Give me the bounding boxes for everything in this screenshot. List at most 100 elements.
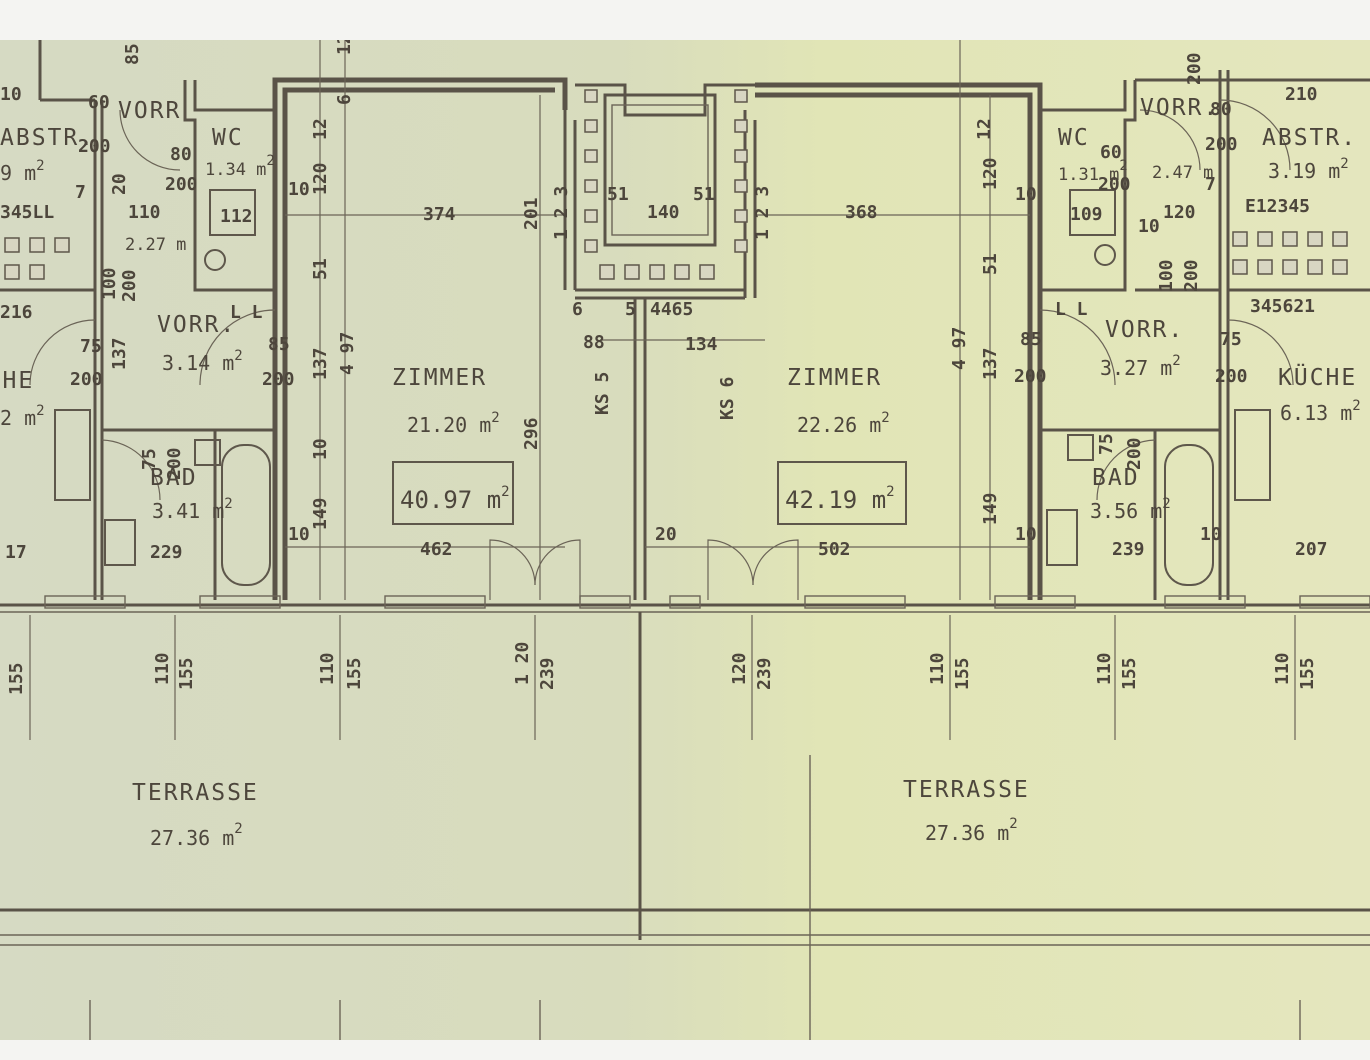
terrasse-right-name: TERRASSE <box>903 777 1030 803</box>
dim-label: 155 <box>6 662 27 695</box>
kueche-right-name: KÜCHE <box>1278 363 1357 391</box>
vorr-left-name: VORR. <box>157 312 236 338</box>
dim-label: 85 <box>122 43 143 65</box>
dim-label: 75 <box>139 448 160 470</box>
dim-label: L L <box>230 302 263 323</box>
dim-label: L L <box>1055 299 1088 320</box>
vorr-small-left-name: VORR <box>118 98 181 124</box>
dim-label: 88 <box>583 332 605 353</box>
dimension-lines <box>29 40 1296 740</box>
dim-label: 149 <box>310 497 331 530</box>
dim-label: 239 <box>754 657 775 690</box>
dim-label: 120 <box>1163 202 1196 223</box>
dim-label: 10 <box>310 438 331 460</box>
dim-label: 10 <box>1015 524 1037 545</box>
dim-label: 80 <box>1210 99 1232 120</box>
dim-label: 140 <box>647 202 680 223</box>
dim-label: 345621 <box>1250 296 1315 317</box>
vorr-small-right-name: VORR. <box>1140 95 1219 121</box>
shaft-blocks <box>4 89 1348 280</box>
vorr-right-area: 3.27 m2 <box>1100 353 1181 380</box>
abstr-right-name: ABSTR. <box>1262 125 1357 151</box>
dim-label: 155 <box>344 657 365 690</box>
dim-label: 210 <box>1285 84 1318 105</box>
abstr-right-area: 3.19 m2 <box>1268 156 1349 183</box>
floor-plan: ZIMMER 21.20 m2 40.97 m2 ZIMMER 22.26 m2… <box>0 40 1370 1040</box>
dim-label: 4465 <box>650 299 693 320</box>
bad-right-area: 3.56 m2 <box>1090 496 1171 523</box>
dim-label: 137 <box>310 347 331 380</box>
dim-label: 10 <box>288 524 310 545</box>
dim-label: 5 <box>625 299 636 320</box>
dim-label: 109 <box>1070 204 1103 225</box>
dim-label: 200 <box>1098 174 1131 195</box>
dim-label: 6 <box>334 94 355 105</box>
dim-label: 200 <box>1014 366 1047 387</box>
dim-label: 10 <box>0 84 22 105</box>
wc-left-name: WC <box>212 125 244 151</box>
dim-label: 51 <box>310 258 331 280</box>
dim-label: 207 <box>1295 539 1328 560</box>
dim-label: 60 <box>88 92 110 113</box>
dim-label: 200 <box>1205 134 1238 155</box>
dim-label: 17 <box>5 542 27 563</box>
dim-label: 120 <box>729 652 750 685</box>
dim-label: 51 <box>693 184 715 205</box>
dim-label: 12 <box>334 40 355 55</box>
terrasse-left-area: 27.36 m2 <box>150 821 243 850</box>
kueche-left-area: 2 m2 <box>0 403 45 430</box>
dim-label: 100 <box>1156 259 1177 292</box>
dim-label: 201 <box>521 197 542 230</box>
dim-label: 75 <box>80 336 102 357</box>
dim-label: 155 <box>1297 657 1318 690</box>
dim-label: 80 <box>170 144 192 165</box>
fixtures <box>54 189 1271 586</box>
dimension-labels: 374 462 368 502 140 51 51 134 88 6 5 446… <box>0 84 1328 563</box>
unit-total-right: 42.19 m2 <box>785 484 895 514</box>
dim-label: 4 97 <box>337 332 358 375</box>
dim-label: 10 <box>1138 216 1160 237</box>
zimmer-left-area: 21.20 m2 <box>407 410 500 437</box>
dim-label: 200 <box>1181 259 1202 292</box>
bad-left-name: BAD <box>150 465 198 491</box>
bad-left-area: 3.41 m2 <box>152 496 233 523</box>
dim-label: 502 <box>818 539 851 560</box>
dim-label: 85 <box>1020 329 1042 350</box>
terrasse-right-area: 27.36 m2 <box>925 816 1018 845</box>
dim-label: 137 <box>109 337 130 370</box>
dim-label: 120 <box>980 157 1001 190</box>
dim-label: 1 2 3 <box>551 186 572 240</box>
dim-label: 200 <box>262 369 295 390</box>
dim-label: 239 <box>537 657 558 690</box>
dim-label: 85 <box>268 334 290 355</box>
dim-label: 110 <box>128 202 161 223</box>
dim-label: 216 <box>0 302 33 323</box>
dim-label: 134 <box>685 334 718 355</box>
dim-label: 10 <box>1200 524 1222 545</box>
dim-label: 110 <box>1272 652 1293 685</box>
dim-label: 1 2 3 <box>752 186 773 240</box>
dim-label: 200 <box>78 136 111 157</box>
dim-label: 10 <box>1015 184 1037 205</box>
dim-label: 200 <box>1124 437 1145 470</box>
doors <box>29 99 1294 600</box>
bad-right-name: BAD <box>1092 465 1140 491</box>
zimmer-right-area: 22.26 m2 <box>797 410 890 437</box>
windows <box>44 595 1370 609</box>
dim-label: 110 <box>317 652 338 685</box>
dim-label: 110 <box>1094 652 1115 685</box>
dim-label: 20 <box>109 173 130 195</box>
terrasse-left-name: TERRASSE <box>132 780 259 806</box>
dim-label: 200 <box>164 447 185 480</box>
dim-label: KS 6 <box>717 377 738 420</box>
dim-label: 51 <box>980 253 1001 275</box>
dim-label: 239 <box>1112 539 1145 560</box>
dim-label: 374 <box>423 204 456 225</box>
dim-label: 229 <box>150 542 183 563</box>
dim-label: 51 <box>607 184 629 205</box>
dim-label: 75 <box>1096 433 1117 455</box>
dim-label: 200 <box>1184 52 1205 85</box>
dim-label: 12 <box>974 118 995 140</box>
dim-label: 462 <box>420 539 453 560</box>
floor-plan-drawing: ZIMMER 21.20 m2 40.97 m2 ZIMMER 22.26 m2… <box>0 40 1370 1040</box>
